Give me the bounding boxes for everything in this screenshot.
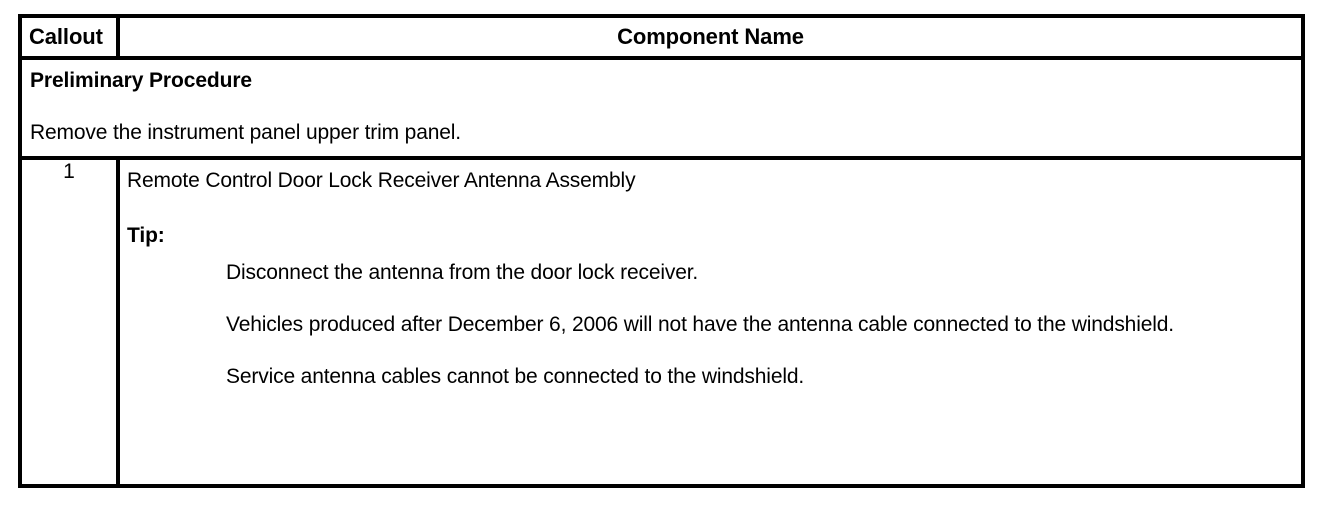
component-name-content: Remote Control Door Lock Receiver Antenn…: [120, 160, 1301, 400]
preliminary-procedure-heading: Preliminary Procedure: [30, 69, 252, 92]
column-header-component-name-label: Component Name: [617, 24, 804, 49]
table-header: Callout Component Name: [18, 14, 1305, 60]
preliminary-procedure-content: Preliminary Procedure Remove the instrum…: [22, 60, 1301, 154]
procedure-table: Callout Component Name Preliminary Proce…: [18, 14, 1305, 488]
tip-list: Disconnect the antenna from the door loc…: [127, 260, 1291, 390]
column-header-component-name: Component Name: [116, 14, 1305, 60]
callout-number: 1: [63, 160, 75, 183]
table-row: 1 Remote Control Door Lock Receiver Ante…: [18, 156, 1305, 488]
tip-spacer: [127, 194, 1291, 222]
column-header-callout-label: Callout: [29, 24, 103, 49]
preliminary-procedure-row: Preliminary Procedure Remove the instrum…: [18, 56, 1305, 160]
column-header-callout: Callout: [18, 14, 120, 60]
header-row: Callout Component Name: [18, 14, 1305, 60]
preliminary-spacer: [30, 94, 1291, 120]
table-body: Preliminary Procedure Remove the instrum…: [18, 56, 1305, 488]
tip-label: Tip:: [127, 224, 165, 247]
preliminary-procedure-text: Remove the instrument panel upper trim p…: [30, 121, 461, 144]
tip-item: Disconnect the antenna from the door loc…: [226, 261, 699, 284]
tip-item: Service antenna cables cannot be connect…: [226, 365, 805, 388]
callout-cell: 1: [18, 156, 120, 488]
tip-item: Vehicles produced after December 6, 2006…: [226, 313, 1174, 336]
component-name-cell: Remote Control Door Lock Receiver Antenn…: [116, 156, 1305, 488]
preliminary-procedure-cell: Preliminary Procedure Remove the instrum…: [18, 56, 1305, 160]
component-name-title: Remote Control Door Lock Receiver Antenn…: [127, 169, 636, 192]
